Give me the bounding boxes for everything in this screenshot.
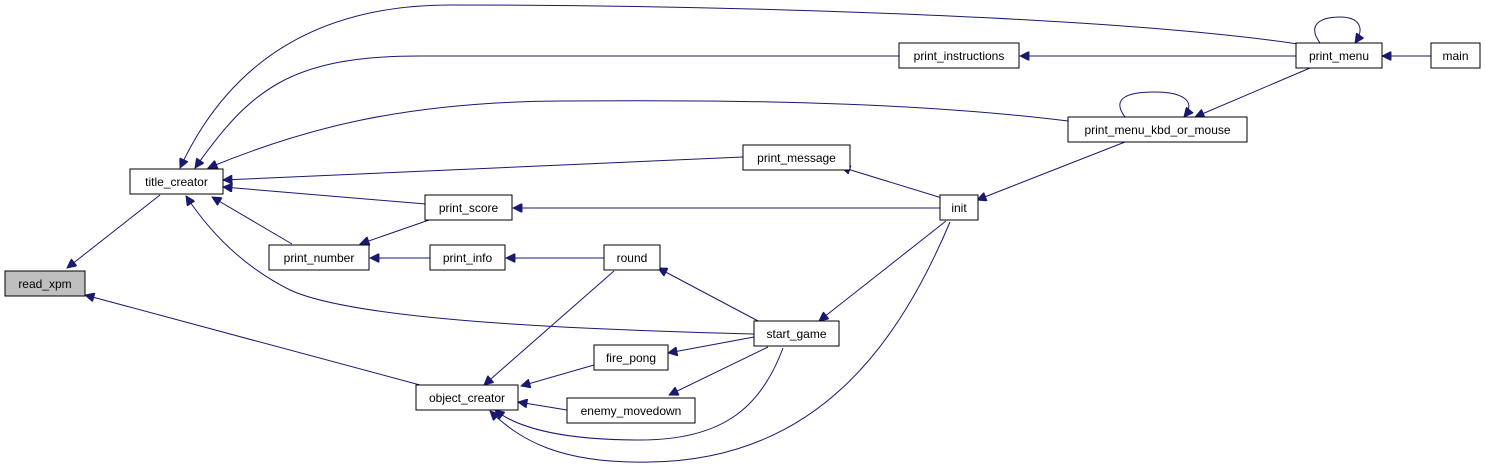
node-print_info[interactable]: print_info [429,244,506,271]
node-read_xpm[interactable]: read_xpm [4,270,86,297]
edge-round-to-object_creator [484,270,615,385]
node-label-init: init [951,201,967,215]
node-object_creator[interactable]: object_creator [415,384,519,411]
node-label-main: main [1442,49,1468,63]
edge-init-to-object_creator [490,221,951,463]
edge-object_creator-to-read_xpm [85,295,421,386]
edge-start_game-to-fire_pong [668,336,755,353]
edge-print_menu-to-title_creator [180,4,1299,168]
edge-init-to-print_message [841,167,943,199]
edge-print_menu_kbd_or_mouse-to-init [977,141,1126,200]
node-print_instructions[interactable]: print_instructions [898,42,1020,69]
node-title_creator[interactable]: title_creator [129,168,224,195]
edge-print_message-to-title_creator [223,156,744,180]
edge-print_instructions-to-title_creator [195,55,899,168]
node-label-round: round [617,251,648,265]
edge-print_menu_kbd_or_mouse-self [1119,91,1189,117]
node-start_game[interactable]: start_game [753,320,840,347]
edge-print_score-to-print_number [360,218,433,244]
edge-start_game-to-enemy_movedown [669,346,769,395]
edge-fire_pong-to-object_creator [521,364,595,386]
node-label-enemy_movedown: enemy_movedown [581,404,682,418]
node-label-print_instructions: print_instructions [914,49,1005,63]
edge-start_game-to-object_creator [495,347,784,441]
node-label-fire_pong: fire_pong [606,351,656,365]
node-print_menu_kbd_or_mouse[interactable]: print_menu_kbd_or_mouse [1067,116,1248,143]
node-label-print_score: print_score [439,201,499,215]
node-print_number[interactable]: print_number [268,244,370,271]
node-label-object_creator: object_creator [429,391,505,405]
edge-print_menu-to-print_menu_kbd_or_mouse [1195,67,1311,117]
node-init[interactable]: init [939,194,979,221]
node-print_message[interactable]: print_message [742,144,851,171]
node-label-start_game: start_game [766,327,826,341]
node-print_score[interactable]: print_score [424,194,513,221]
node-label-print_number: print_number [284,251,355,265]
edge-print_menu-self [1314,16,1360,43]
node-label-print_info: print_info [443,251,493,265]
edge-enemy_movedown-to-object_creator [518,402,568,411]
edge-print_number-to-title_creator [212,197,293,245]
node-label-print_menu_kbd_or_mouse: print_menu_kbd_or_mouse [1084,123,1230,137]
edges [67,4,1431,463]
edge-print_menu_kbd_or_mouse-to-title_creator [208,100,1069,168]
node-enemy_movedown[interactable]: enemy_movedown [566,397,696,424]
nodes: read_xpm title_creator print_number obje… [4,42,1481,424]
node-round[interactable]: round [603,244,661,271]
node-label-print_menu: print_menu [1309,49,1369,63]
node-label-print_message: print_message [757,151,836,165]
node-main[interactable]: main [1430,42,1481,69]
node-label-read_xpm: read_xpm [18,277,71,291]
edge-title_creator-to-read_xpm [67,194,161,268]
node-label-title_creator: title_creator [145,175,208,189]
edge-start_game-to-round [658,268,761,323]
edge-init-to-start_game [819,220,947,321]
node-fire_pong[interactable]: fire_pong [593,344,669,371]
edge-start_game-to-title_creator [186,196,755,335]
edge-print_score-to-title_creator [223,187,427,205]
node-print_menu[interactable]: print_menu [1295,42,1383,69]
